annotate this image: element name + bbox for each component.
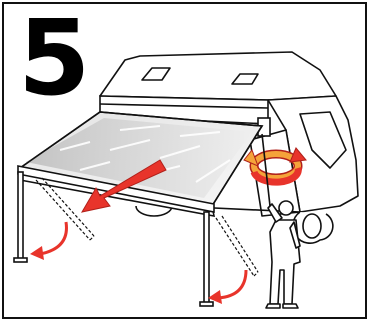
- leg-swing-arrow-left-head: [30, 246, 44, 260]
- leg-swing-arrow-right: [218, 270, 246, 298]
- step-number: 5: [18, 0, 90, 119]
- leg-swing-arrow-left: [40, 222, 66, 254]
